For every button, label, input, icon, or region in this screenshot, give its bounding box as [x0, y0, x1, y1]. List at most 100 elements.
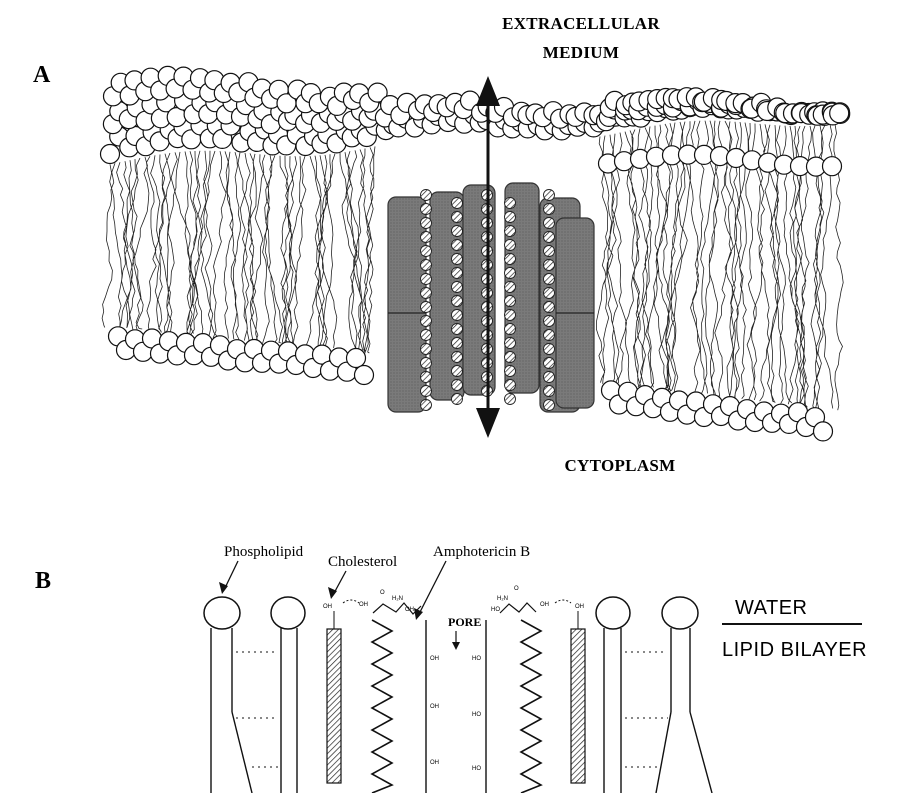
sterol-bead: [505, 394, 516, 405]
sterol-bead: [452, 282, 463, 293]
amphotericin-hydroxyl-label: HO: [491, 607, 500, 613]
lipid-head: [355, 366, 374, 385]
sterol-bead: [505, 366, 516, 377]
sterol-bead: [505, 212, 516, 223]
sterol-bead: [421, 260, 432, 271]
sterol-bead: [452, 240, 463, 251]
cholesterol-left: OH: [323, 604, 341, 783]
sterol-bead: [505, 324, 516, 335]
sterol-bead: [505, 268, 516, 279]
amphotericin-hydroxyl-label: OH: [359, 602, 368, 608]
sterol-bead: [452, 296, 463, 307]
amphotericin-pointer: [418, 561, 446, 616]
sterol-bead: [452, 268, 463, 279]
sterol-bead: [544, 232, 555, 243]
sterol-bead: [544, 260, 555, 271]
water-label: WATER: [735, 597, 808, 619]
sterol-bead: [505, 254, 516, 265]
carboxyl-oxygen-label: O: [380, 590, 385, 596]
polyol-hydroxyl-label: HO: [472, 656, 481, 662]
sterol-bead: [421, 302, 432, 313]
amine-label: H₂N: [497, 596, 508, 602]
polyol-hydroxyl-label: OH: [430, 760, 439, 766]
sterol-bead: [421, 246, 432, 257]
sterol-bead: [452, 226, 463, 237]
amphotericin-label: Amphotericin B: [433, 544, 530, 560]
sterol-bead: [421, 288, 432, 299]
sterol-bead: [452, 198, 463, 209]
amphotericin-left: OH O H₂N OH OH OH OH: [343, 590, 439, 793]
sterol-bead: [505, 338, 516, 349]
sterol-bead: [505, 226, 516, 237]
sterol-bead: [452, 212, 463, 223]
sterol-bead: [421, 330, 432, 341]
sterol-bead: [544, 330, 555, 341]
sterol-bead: [505, 282, 516, 293]
sterol-bead: [421, 316, 432, 327]
sterol-bead: [421, 218, 432, 229]
cholesterol-label: Cholesterol: [328, 554, 397, 570]
phospholipid-label: Phospholipid: [224, 544, 304, 560]
sterol-bead: [544, 190, 555, 201]
sterol-bead: [544, 246, 555, 257]
phospholipid-left-inner: [271, 597, 305, 793]
channel-block: [388, 197, 426, 412]
lipid-head: [101, 145, 120, 164]
cholesterol-right: OH: [571, 604, 585, 783]
sterol-bead: [452, 352, 463, 363]
extracellular-label-line1: EXTRACELLULAR: [502, 14, 660, 33]
sterol-bead: [544, 372, 555, 383]
carboxyl-oxygen-label: O: [514, 586, 519, 592]
sterol-bead: [544, 274, 555, 285]
amphotericin-hydroxyl-label: OH: [540, 602, 549, 608]
sterol-bead: [421, 274, 432, 285]
amphotericin-channel: [388, 183, 594, 412]
sterol-bead: [421, 232, 432, 243]
sterol-bead: [421, 400, 432, 411]
sterol-bead: [452, 380, 463, 391]
cholesterol-hydroxyl-label: OH: [575, 604, 584, 610]
phospholipid-left-outer: [204, 597, 252, 793]
arrow-down-icon: [476, 408, 500, 438]
cholesterol-hydroxyl-label: OH: [323, 604, 332, 610]
polyol-hydroxyl-label: OH: [430, 704, 439, 710]
sterol-bead: [544, 218, 555, 229]
sterol-bead: [421, 344, 432, 355]
amphotericin-right: O H₂N HO OH HO HO HO: [472, 586, 571, 793]
cytoplasm-label: CYTOPLASM: [564, 456, 675, 475]
sterol-bead: [544, 400, 555, 411]
extracellular-label-line2: MEDIUM: [543, 43, 619, 62]
sterol-bead: [452, 338, 463, 349]
sterol-bead: [421, 372, 432, 383]
panel-b: B Phospholipid Cholesterol Amphotericin …: [35, 544, 867, 793]
sterol-bead: [544, 386, 555, 397]
sterol-bead: [421, 386, 432, 397]
sterol-bead: [421, 358, 432, 369]
sterol-bead: [505, 380, 516, 391]
sterol-bead: [452, 310, 463, 321]
sterol-bead: [544, 316, 555, 327]
sterol-bead: [452, 394, 463, 405]
sterol-bead: [544, 204, 555, 215]
phospholipid-right-outer: [656, 597, 712, 793]
lipid-head: [347, 349, 366, 368]
sterol-bead: [452, 324, 463, 335]
phospholipid-right-inner: [596, 597, 630, 793]
sterol-bead: [505, 296, 516, 307]
sterol-bead: [544, 302, 555, 313]
sterol-bead: [505, 310, 516, 321]
sterol-bead: [505, 352, 516, 363]
lipid-bilayer-label: LIPID BILAYER: [722, 639, 867, 661]
panel-a: A EXTRACELLULAR MEDIUM CYTOPLASM: [33, 14, 850, 475]
sterol-bead: [421, 204, 432, 215]
pore-arrow-icon: [452, 642, 460, 650]
amine-label: H₂N: [392, 596, 403, 602]
sterol-bead: [544, 358, 555, 369]
panel-b-letter: B: [35, 568, 51, 594]
lipid-head: [814, 422, 833, 441]
sterol-bead: [452, 366, 463, 377]
polyol-hydroxyl-label: HO: [472, 766, 481, 772]
lipid-head: [830, 104, 849, 123]
polyol-hydroxyl-label: OH: [430, 656, 439, 662]
